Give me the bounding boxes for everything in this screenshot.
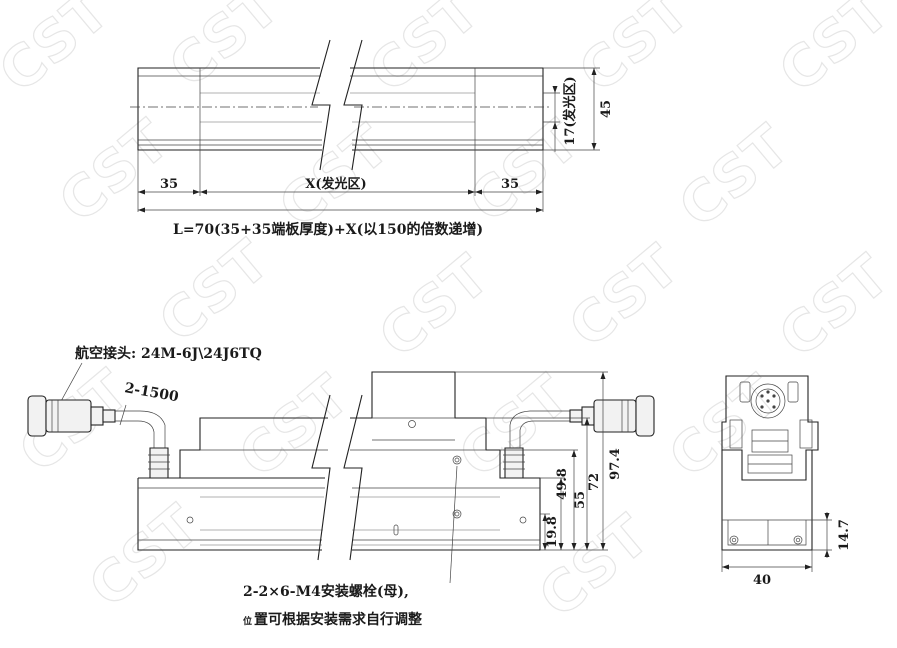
dim-right-35: 35	[501, 177, 519, 192]
dim-height-45: 45	[599, 100, 614, 118]
watermark: CST	[367, 243, 501, 370]
top-view: 35 X(发光区) 35 L=70(35+35端板厚度)+X(以150的倍数递增…	[130, 39, 614, 238]
watermark: CST	[157, 0, 291, 101]
bolt-note-small: 位	[243, 615, 252, 627]
watermark: CST	[227, 363, 361, 490]
cable-right	[509, 410, 570, 448]
watermark: CST	[667, 113, 801, 240]
top-body-left	[137, 67, 322, 151]
bolt-note-line1: 2-2×6-M4安装螺栓(母),	[243, 583, 409, 600]
cable-left	[115, 410, 166, 448]
watermark: CST	[77, 493, 211, 620]
end-screw	[793, 535, 803, 545]
dim-width-40: 40	[753, 573, 771, 588]
dim-72: 72	[587, 473, 602, 491]
dim-x-emit: X(发光区)	[305, 176, 366, 192]
dim-97-4: 97.4	[608, 448, 623, 480]
screw-hole	[408, 420, 416, 428]
dim-49-8: 49.8	[555, 468, 570, 500]
slot	[393, 524, 399, 536]
watermark: CST	[567, 0, 701, 106]
end-base	[721, 450, 813, 551]
watermark: CST	[657, 363, 791, 490]
screw-hole	[519, 516, 527, 524]
elbow-left	[149, 447, 169, 479]
mount-bolt	[452, 455, 462, 465]
left-connector	[27, 395, 116, 437]
watermark: CST	[0, 0, 121, 106]
watermark: CST	[767, 0, 897, 106]
watermark: CST	[557, 233, 691, 360]
watermark-layer: CST CST CST CST CST CST CST CST CST CST …	[0, 0, 897, 631]
watermark: CST	[357, 0, 491, 106]
watermark: CST	[47, 108, 181, 235]
dim-emit-17: 17(发光区)	[562, 76, 578, 145]
bolt-leader	[449, 465, 458, 584]
housing-right	[350, 371, 541, 551]
side-view: 航空接头: 24M-6J\24J6TQ 2-1500	[27, 345, 655, 628]
top-body-right	[350, 67, 544, 151]
dim-left-35: 35	[160, 177, 178, 192]
dim-19-8: 19.8	[545, 516, 560, 548]
right-connector	[569, 395, 655, 437]
dim-height-14-7: 14.7	[837, 519, 852, 551]
end-view: 40 14.7	[721, 375, 852, 588]
watermark: CST	[767, 243, 897, 370]
housing-left	[179, 417, 328, 479]
end-screw	[729, 535, 739, 545]
break-symbol	[311, 39, 331, 171]
bolt-note-line2: 置可根据安装需求自行调整	[254, 611, 423, 628]
connector-label: 航空接头: 24M-6J\24J6TQ	[75, 345, 262, 362]
dim-55: 55	[573, 491, 588, 509]
elbow-right	[504, 447, 524, 479]
watermark: CST	[147, 228, 281, 355]
connector-leader	[59, 362, 83, 404]
end-connector-housing	[721, 375, 819, 481]
screw-hole	[186, 516, 194, 524]
length-formula: L=70(35+35端板厚度)+X(以150的倍数递增)	[173, 221, 483, 238]
mount-bolt	[452, 509, 462, 519]
connector-face	[750, 383, 786, 419]
